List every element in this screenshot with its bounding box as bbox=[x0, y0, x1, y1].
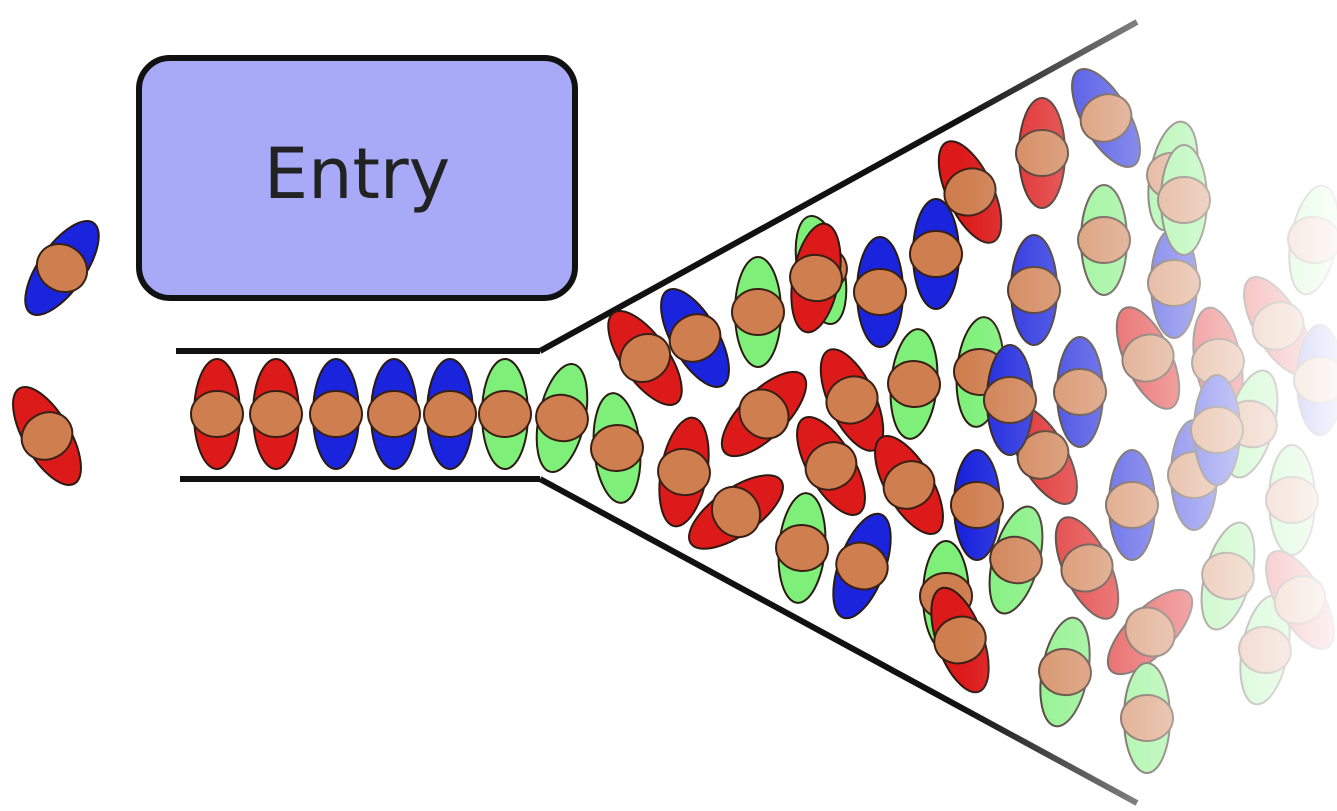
entry-box: Entry bbox=[136, 55, 578, 301]
entry-label: Entry bbox=[263, 133, 451, 215]
